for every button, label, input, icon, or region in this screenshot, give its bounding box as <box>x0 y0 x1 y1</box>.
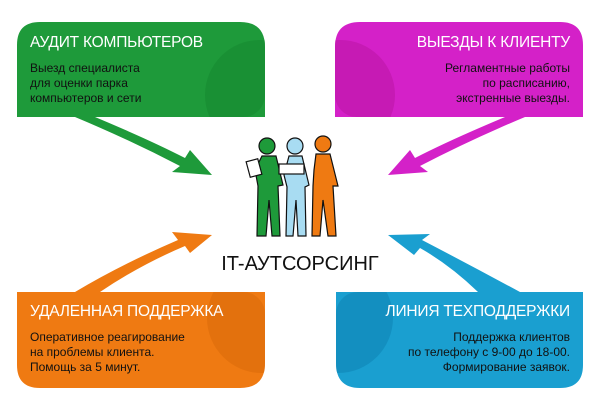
card-description: Регламентные работы по расписанию, экстр… <box>340 61 570 106</box>
card-line: компьютеров и сети <box>30 91 142 105</box>
card-title: ЛИНИЯ ТЕХПОДДЕРЖКИ <box>385 303 570 320</box>
card-computer-audit: АУДИТ КОМПЬЮТЕРОВ Выезд специалиста для … <box>30 34 260 106</box>
card-line: Оперативное реагирование <box>30 330 185 344</box>
card-line: по телефону с 9-00 до 18-00. <box>407 345 570 359</box>
card-title: АУДИТ КОМПЬЮТЕРОВ <box>30 34 203 51</box>
card-line: Регламентные работы <box>445 61 570 75</box>
card-line: Помощь за 5 минут. <box>30 360 141 374</box>
people-illustration <box>245 135 339 237</box>
green-bubble <box>17 22 265 175</box>
card-title: ВЫЕЗДЫ К КЛИЕНТУ <box>416 34 570 51</box>
card-line: Выезд специалиста <box>30 61 140 75</box>
card-description: Оперативное реагирование на проблемы кли… <box>30 330 260 375</box>
center-title: IT-АУТСОРСИНГ <box>221 253 379 275</box>
card-title: УДАЛЕННАЯ ПОДДЕРЖКА <box>30 303 224 320</box>
blue-bubble <box>336 234 583 388</box>
card-remote-support: УДАЛЕННАЯ ПОДДЕРЖКА Оперативное реагиров… <box>30 303 260 375</box>
green-person <box>245 137 284 237</box>
card-description: Выезд специалиста для оценки парка компь… <box>30 61 260 106</box>
card-line: Поддержка клиентов <box>453 330 570 344</box>
card-description: Поддержка клиентов по телефону с 9-00 до… <box>340 330 570 375</box>
card-line: экстренные выезды. <box>456 91 570 105</box>
blue-person <box>278 137 310 237</box>
card-line: по расписанию, <box>482 76 570 90</box>
card-client-visits: ВЫЕЗДЫ К КЛИЕНТУ Регламентные работы по … <box>340 34 570 106</box>
card-helpdesk: ЛИНИЯ ТЕХПОДДЕРЖКИ Поддержка клиентов по… <box>340 303 570 375</box>
orange-bubble <box>17 232 265 388</box>
orange-person <box>311 135 339 237</box>
magenta-bubble <box>335 22 583 175</box>
card-line: для оценки парка <box>30 76 128 90</box>
card-line: на проблемы клиента. <box>30 345 155 359</box>
card-line: Формирование заявок. <box>442 360 570 374</box>
